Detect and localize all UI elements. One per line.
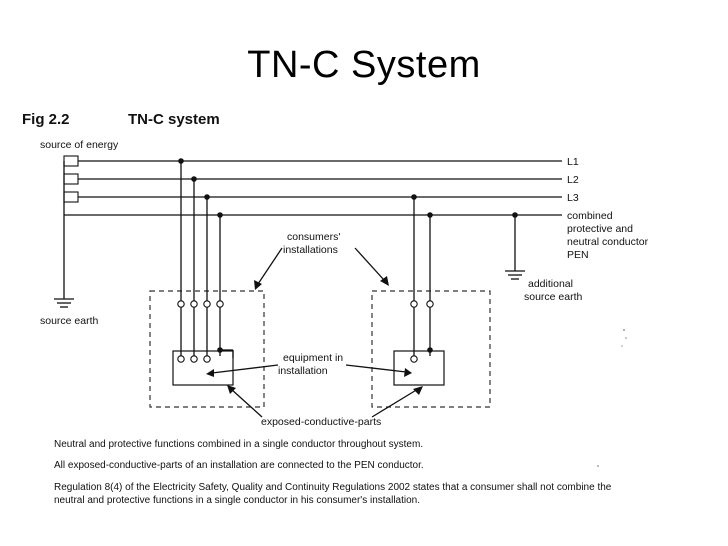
l1-label: L1 (567, 156, 579, 168)
figure-number: Fig 2.2 (22, 111, 70, 128)
equipment-arrow-left (211, 364, 279, 374)
equipment-arrow-right (345, 364, 407, 373)
equipment-label-line2: installation (278, 365, 328, 377)
consumers-label-line2: installations (283, 244, 338, 256)
note-line-3a: Regulation 8(4) of the Electricity Safet… (54, 482, 612, 493)
pen-label-line4: PEN (567, 249, 589, 261)
pen-label-line2: protective and (567, 223, 633, 235)
installation-right (371, 194, 491, 408)
installation-left (149, 158, 265, 408)
l2-label: L2 (567, 174, 579, 186)
source-earth-symbol (54, 298, 74, 308)
note-line-3b: neutral and protective functions in a si… (54, 495, 421, 506)
exposed-arrow-left (230, 388, 263, 418)
source-of-energy-label: source of energy (40, 139, 119, 151)
slide-title: TN-C System (247, 44, 481, 86)
equipment-label-line1: equipment in (283, 352, 343, 364)
additional-earth-symbol (505, 212, 525, 280)
note-line-1: Neutral and protective functions combine… (54, 439, 424, 450)
l3-label: L3 (567, 192, 579, 204)
additional-earth-label-line1: additional (528, 278, 573, 290)
source-windings (63, 155, 79, 299)
consumers-arrow-right (354, 247, 385, 281)
consumers-arrow-left (257, 247, 283, 285)
exposed-parts-label: exposed-conductive-parts (261, 416, 381, 428)
additional-earth-label-line2: source earth (524, 291, 583, 303)
pen-label-line3: neutral conductor (567, 236, 649, 248)
figure-title: TN-C system (128, 111, 220, 128)
exposed-arrow-right (371, 388, 419, 418)
note-line-2: All exposed-conductive-parts of an insta… (54, 460, 424, 471)
pen-label-line1: combined (567, 210, 613, 222)
scan-speckles (597, 329, 627, 467)
source-earth-label: source earth (40, 315, 99, 327)
consumers-label-line1: consumers' (287, 231, 340, 243)
